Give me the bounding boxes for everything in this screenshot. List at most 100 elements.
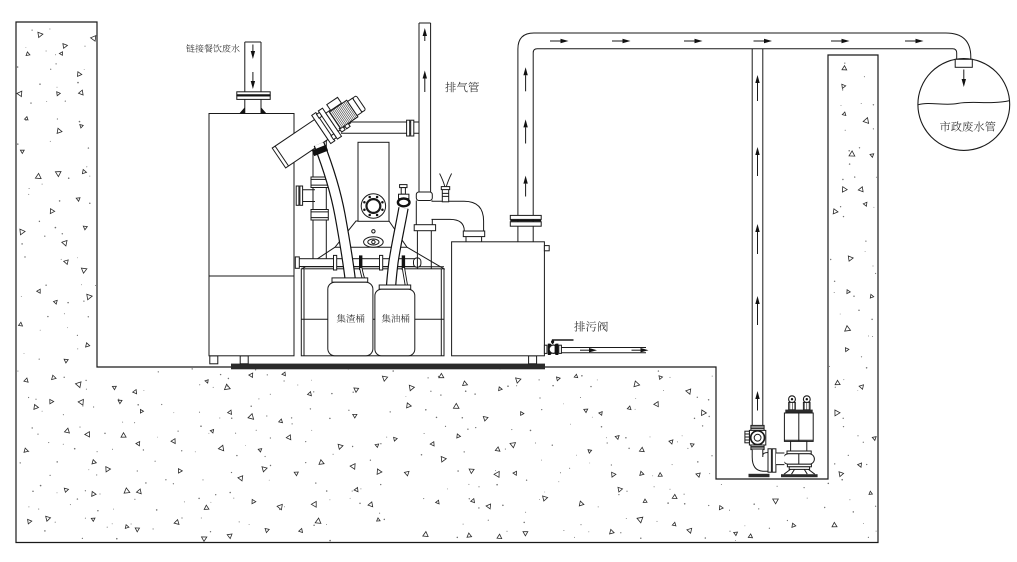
- concrete-speck-dot: [676, 441, 678, 443]
- hose-collar: [311, 144, 329, 157]
- arrow-head: [622, 38, 631, 44]
- concrete-aggregate-triangle: [871, 436, 877, 442]
- concrete-speck-dot: [155, 509, 158, 511]
- concrete-speck-dot: [874, 505, 877, 507]
- label-drain-glyphs: [574, 321, 608, 332]
- concrete-speck-dot: [82, 405, 84, 407]
- concrete-speck-dot: [862, 441, 864, 443]
- concrete-speck-dot: [667, 502, 669, 504]
- concrete-speck-dot: [93, 406, 95, 408]
- concrete-aggregate-triangle: [522, 531, 529, 537]
- concrete-aggregate-triangle: [33, 403, 40, 411]
- lifting-eye-pin: [790, 398, 794, 401]
- concrete-speck-dot: [31, 29, 33, 31]
- concrete-speck-dot: [597, 506, 599, 508]
- concrete-speck-dot: [425, 409, 427, 411]
- concrete-speck-dot: [464, 390, 467, 392]
- concrete-speck-dot: [245, 445, 247, 446]
- concrete-speck-dot: [305, 441, 307, 443]
- concrete-speck-dot: [38, 220, 41, 223]
- flow-arrow-up: [523, 67, 528, 92]
- concrete-aggregate-triangle: [626, 405, 632, 411]
- concrete-aggregate-triangle: [264, 527, 270, 534]
- concrete-speck-dot: [830, 258, 832, 261]
- concrete-speck-dot: [475, 426, 477, 429]
- concrete-speck-dot: [19, 462, 21, 464]
- concrete-speck-dot: [62, 414, 64, 416]
- flow-arrow-right: [612, 38, 631, 44]
- concrete-speck-dot: [776, 485, 778, 487]
- concrete-speck-dot: [94, 284, 97, 287]
- concrete-speck-dot: [828, 365, 831, 367]
- concrete-aggregate-triangle: [841, 111, 847, 117]
- concrete-aggregate-triangle: [306, 390, 312, 397]
- vent-pipe-lower: [415, 200, 433, 225]
- concrete-aggregate-triangle: [281, 371, 286, 377]
- concrete-speck-dot: [681, 435, 683, 437]
- concrete-speck-dot: [173, 412, 175, 414]
- concrete-aggregate-triangle: [440, 455, 448, 463]
- concrete-aggregate-triangle: [204, 379, 209, 384]
- concrete-speck-dot: [264, 455, 266, 458]
- concrete-speck-dot: [136, 470, 138, 472]
- concrete-speck-dot: [250, 405, 252, 408]
- concrete-aggregate-triangle: [54, 171, 62, 178]
- concrete-speck-dot: [872, 104, 875, 106]
- concrete-aggregate-triangle: [79, 124, 84, 129]
- label-vent-text: 排气管: [445, 81, 480, 95]
- concrete-speck-dot: [49, 474, 51, 477]
- concrete-speck-dot: [67, 327, 69, 329]
- concrete-speck-dot: [266, 415, 268, 417]
- concrete-speck-dot: [541, 459, 543, 461]
- oil-bucket-lid: [378, 284, 412, 290]
- discharge-pipeline: [509, 32, 972, 242]
- concrete-aggregate-triangle: [573, 373, 579, 379]
- concrete-aggregate-triangle: [668, 439, 674, 445]
- concrete-speck-dot: [552, 384, 554, 387]
- pump-neck: [790, 440, 808, 452]
- concrete-speck-dot: [591, 416, 593, 418]
- concrete-aggregate-triangle: [633, 380, 641, 388]
- concrete-speck-dot: [25, 47, 27, 48]
- concrete-speck-dot: [872, 336, 874, 337]
- concrete-speck-dot: [111, 448, 114, 450]
- concrete-speck-dot: [506, 530, 508, 532]
- concrete-speck-dot: [56, 461, 58, 463]
- concrete-speck-dot: [28, 506, 30, 508]
- concrete-speck-dot: [60, 258, 62, 260]
- concrete-speck-dot: [41, 410, 43, 412]
- concrete-aggregate-triangle: [310, 500, 317, 508]
- concrete-speck-dot: [468, 498, 471, 500]
- concrete-speck-dot: [669, 488, 671, 490]
- concrete-speck-dot: [152, 528, 154, 530]
- concrete-aggregate-triangle: [135, 488, 142, 495]
- concrete-speck-dot: [669, 376, 671, 378]
- concrete-aggregate-triangle: [74, 381, 82, 389]
- concrete-speck-dot: [145, 482, 147, 484]
- concrete-aggregate-triangle: [512, 470, 517, 477]
- concrete-speck-dot: [589, 462, 591, 464]
- inlet-pipe: [244, 41, 262, 92]
- concrete-speck-dot: [61, 233, 64, 235]
- check-valve: [744, 424, 767, 451]
- concrete-speck-dot: [786, 519, 789, 522]
- concrete-speck-dot: [325, 490, 328, 492]
- slag-hose: [311, 141, 356, 281]
- concrete-speck-dot: [78, 120, 81, 123]
- concrete-aggregate-triangle: [62, 259, 69, 266]
- concrete-aggregate-triangle: [509, 442, 517, 449]
- flow-arrow-right: [550, 38, 569, 44]
- concrete-aggregate-triangle: [90, 517, 96, 523]
- concrete-aggregate-triangle: [209, 428, 215, 434]
- concrete-aggregate-triangle: [237, 475, 244, 482]
- concrete-speck-dot: [332, 453, 334, 455]
- lift-tank-clip: [543, 245, 550, 252]
- elbow-stub: [465, 236, 483, 242]
- concrete-aggregate-triangle: [520, 410, 525, 416]
- concrete-speck-dot: [54, 226, 57, 229]
- flow-arrow-down: [250, 72, 256, 89]
- concrete-speck-dot: [248, 523, 250, 525]
- concrete-speck-dot: [841, 89, 844, 91]
- conveyor-chute-endcap: [274, 145, 289, 167]
- concrete-speck-dot: [590, 385, 592, 388]
